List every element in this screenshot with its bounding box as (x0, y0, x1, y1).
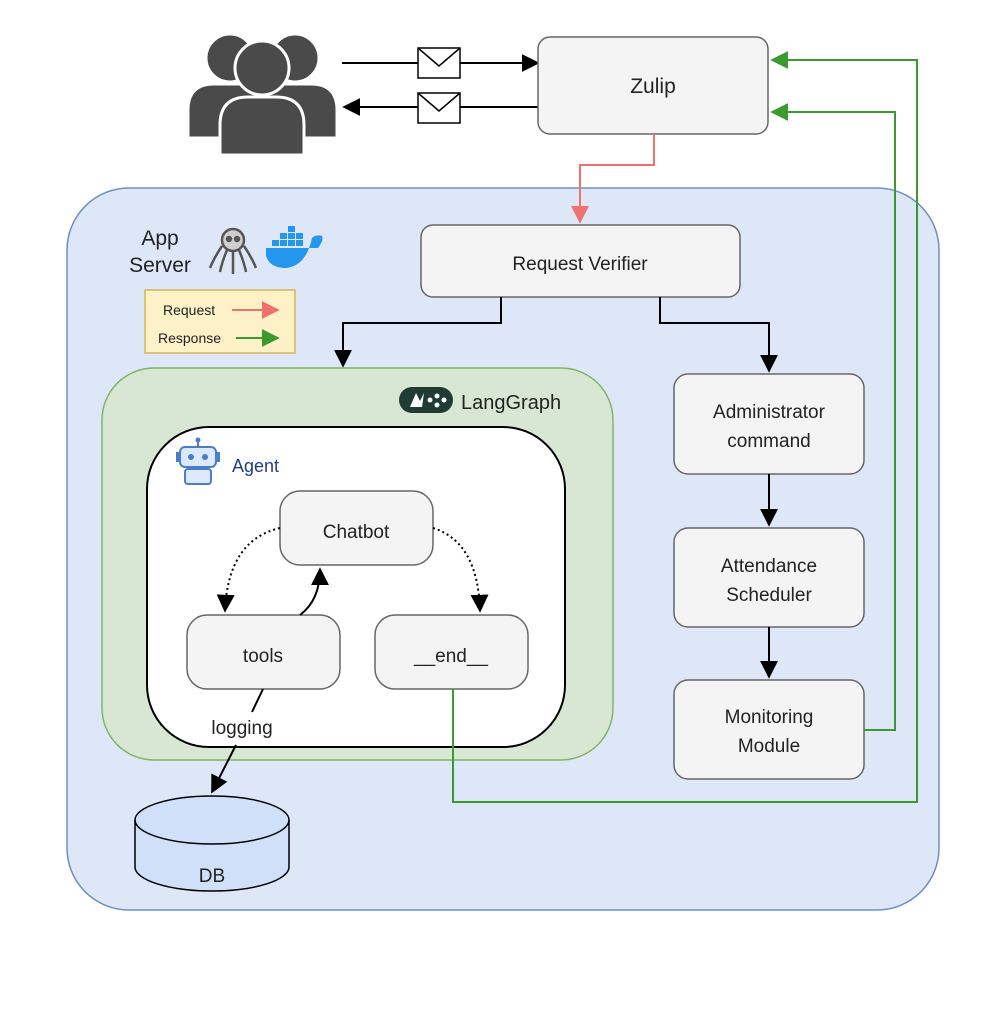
app-server-title: App (141, 227, 178, 250)
monitoring-module-label: Monitoring (725, 707, 814, 728)
octopus-icon (208, 227, 258, 274)
logging-label: logging (211, 718, 272, 739)
end-label: __end__ (413, 646, 488, 667)
langgraph-icon (399, 387, 453, 413)
tools-to-chatbot-edge (299, 567, 329, 616)
verifier-to-admin-arrow (659, 297, 778, 373)
monitoring-module-node (673, 679, 865, 780)
db-cylinder (134, 795, 290, 892)
chatbot-to-tools-edge (216, 527, 281, 613)
attendance-scheduler-label: Scheduler (726, 585, 812, 606)
langgraph-title: LangGraph (461, 392, 561, 414)
end-node (374, 614, 529, 690)
app-server-title: Server (129, 254, 191, 277)
end-response-arrow (452, 51, 918, 803)
request-arrow (571, 134, 655, 224)
chatbot-to-end-edge (432, 527, 489, 613)
agent-label: Agent (232, 456, 279, 476)
tools-node (186, 614, 341, 690)
administrator-command-label: Administrator (713, 402, 826, 423)
envelope-icon (417, 92, 461, 124)
legend-response-label: Response (158, 330, 221, 346)
monitoring-response-arrow (770, 103, 896, 731)
zulip-label: Zulip (630, 75, 676, 98)
users-icon (186, 32, 339, 157)
administrator-command-label: command (727, 431, 810, 452)
tools-to-db-line (251, 688, 264, 713)
tools-label: tools (243, 646, 283, 667)
robot-icon (176, 437, 220, 485)
db-label: DB (199, 866, 225, 887)
request-verifier-node (420, 224, 741, 298)
envelope-icon (417, 47, 461, 79)
docker-icon (266, 226, 323, 268)
request-verifier-label: Request Verifier (512, 254, 648, 275)
monitoring-module-label: Module (738, 736, 800, 757)
verifier-to-langgraph-arrow (334, 297, 502, 368)
administrator-command-node (673, 373, 865, 475)
attendance-scheduler-label: Attendance (721, 556, 817, 577)
chatbot-label: Chatbot (323, 522, 390, 543)
logging-arrow (211, 744, 237, 794)
attendance-scheduler-node (673, 527, 865, 628)
legend-request-label: Request (163, 302, 215, 318)
